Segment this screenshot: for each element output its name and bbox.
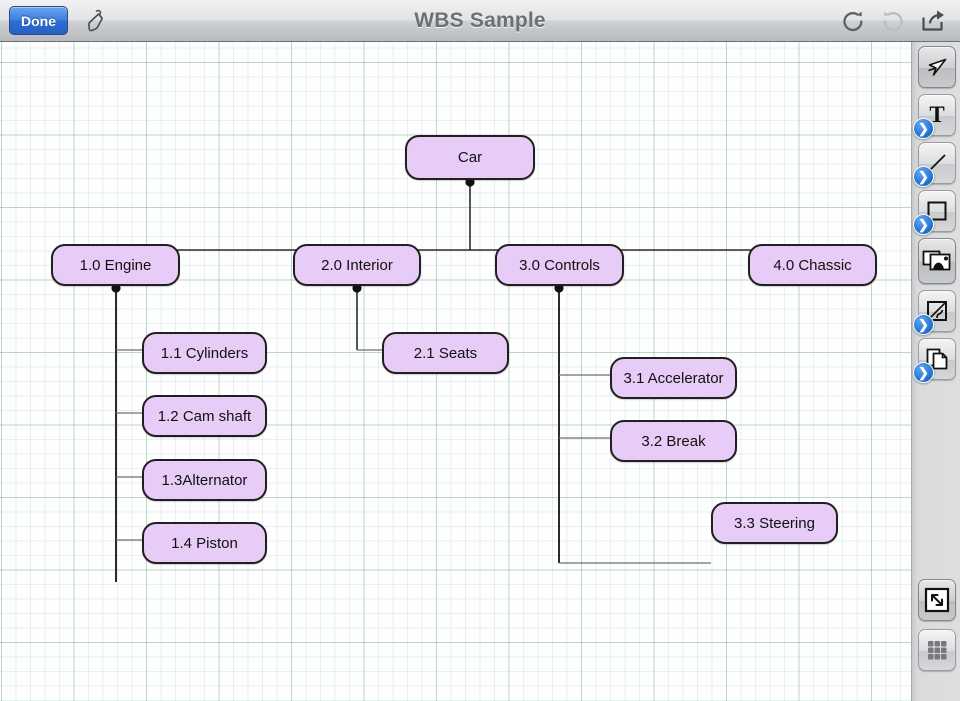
square-shape-icon [927, 201, 947, 221]
page-title: WBS Sample [414, 8, 546, 32]
copy-pages-icon [926, 348, 948, 370]
image-tool[interactable] [918, 238, 956, 284]
undo-icon[interactable] [840, 8, 866, 34]
chart-tool-options-chevron-icon[interactable]: ❯ [913, 314, 934, 335]
text-tool-options-chevron-icon[interactable]: ❯ [913, 118, 934, 139]
cursor-arrow-icon [928, 58, 947, 76]
node-seats[interactable]: 2.1 Seats [382, 332, 509, 374]
node-cylinders[interactable]: 1.1 Cylinders [142, 332, 267, 374]
diagonal-resize-arrow-icon [924, 587, 950, 613]
node-accelerator[interactable]: 3.1 Accelerator [610, 357, 737, 399]
duplicate-tool-options-chevron-icon[interactable]: ❯ [913, 362, 934, 383]
diagonal-line-icon [928, 154, 946, 172]
select-arrow-tool[interactable] [918, 46, 956, 88]
fit-to-screen-tool[interactable] [918, 579, 956, 621]
duplicate-tool[interactable]: ❯ [913, 338, 956, 383]
top-toolbar: Done WBS Sample [0, 0, 960, 42]
done-button[interactable]: Done [9, 6, 68, 35]
shape-tool-options-chevron-icon[interactable]: ❯ [913, 214, 934, 235]
node-engine[interactable]: 1.0 Engine [51, 244, 180, 286]
node-chassic[interactable]: 4.0 Chassic [748, 244, 877, 286]
line-tool-options-chevron-icon[interactable]: ❯ [913, 166, 934, 187]
redo-icon [880, 8, 906, 34]
grid-dots-icon [928, 641, 947, 660]
documents-grid-tool[interactable] [918, 629, 956, 671]
node-cam-shaft[interactable]: 1.2 Cam shaft [142, 395, 267, 437]
node-interior[interactable]: 2.0 Interior [293, 244, 421, 286]
shape-tool[interactable]: ❯ [913, 190, 956, 235]
share-icon[interactable] [920, 8, 946, 34]
node-controls[interactable]: 3.0 Controls [495, 244, 624, 286]
wbs-diagram: Car 1.0 Engine 2.0 Interior 3.0 Controls… [0, 42, 911, 701]
line-tool[interactable]: ❯ [913, 142, 956, 187]
tool-rail: T ❯ ❯ ❯ [911, 42, 960, 701]
text-tool[interactable]: T ❯ [913, 94, 956, 139]
photo-stack-icon [922, 250, 951, 271]
tag-icon[interactable] [80, 6, 110, 36]
node-car[interactable]: Car [405, 135, 535, 180]
toolbar-right-group [840, 8, 960, 34]
node-piston[interactable]: 1.4 Piston [142, 522, 267, 564]
chart-tool[interactable]: ❯ [913, 290, 956, 335]
text-t-icon: T [929, 102, 945, 127]
node-break[interactable]: 3.2 Break [610, 420, 737, 462]
diagram-canvas[interactable]: Car 1.0 Engine 2.0 Interior 3.0 Controls… [0, 42, 911, 701]
node-steering[interactable]: 3.3 Steering [711, 502, 838, 544]
node-alternator[interactable]: 1.3Alternator [142, 459, 267, 501]
